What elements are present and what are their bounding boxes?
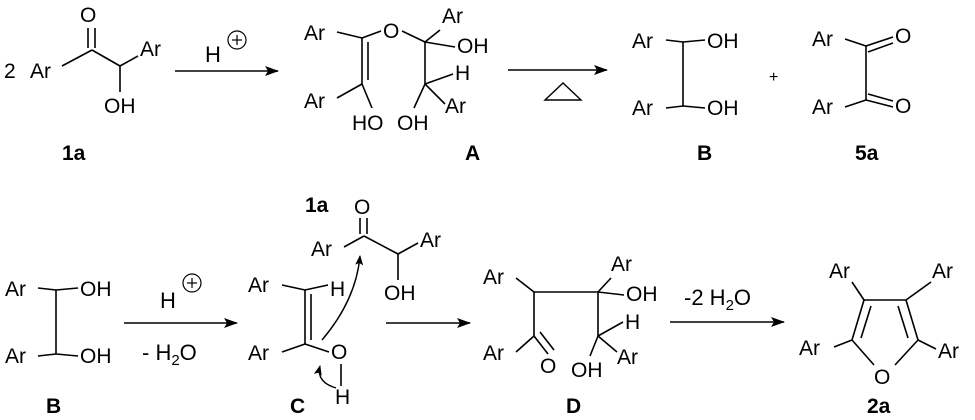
cond-h-acid: H [205,42,221,67]
atom-h: H [330,278,345,301]
label-a: A [465,142,480,165]
atom-oh-1a: OH [104,95,136,118]
atom-ar: Ar [248,342,269,365]
atom-oh: OH [571,359,603,382]
compound-5a: Ar O Ar O 5a [812,25,911,165]
compound-c: Ar H Ar O H C [248,255,364,418]
plus-circle-icon [227,30,247,50]
atom-ho: HO [352,112,384,135]
atom-ar: Ar [483,266,504,289]
atom-ar: Ar [304,90,325,113]
atom-ar: Ar [248,274,269,297]
arrow-step1: H [175,30,279,76]
compound-a: Ar O Ar OH H Ar HO OH Ar A [304,5,489,165]
atom-ar: Ar [5,345,26,368]
arrow-step3: H - H2O [124,273,238,369]
atom-h: H [335,386,350,409]
atom-ar: Ar [617,346,638,369]
atom-oh: OH [397,112,429,135]
label-b-bottom: B [46,395,61,418]
compound-1a: 2 Ar O Ar OH 1a [4,4,161,165]
label-2a: 2a [867,395,891,418]
atom-ar: Ar [445,95,466,118]
atom-o: O [895,95,911,118]
atom-ar: Ar [938,340,959,363]
atom-ar: Ar [5,278,26,301]
bond [91,49,121,67]
compound-1a-reagent: 1a O Ar Ar OH [305,194,441,305]
atom-ar: Ar [420,229,441,252]
atom-ar: Ar [632,97,653,120]
bond [119,55,139,67]
cond-h-acid-2: H [160,288,176,313]
atom-ar: Ar [311,238,332,261]
atom-o-furan: O [874,366,890,389]
atom-ar-1a-left: Ar [30,60,51,83]
label-5a: 5a [855,142,879,165]
label-b-top: B [697,142,712,165]
compound-2a: Ar Ar Ar Ar O 2a [799,260,959,418]
compound-d: Ar Ar OH H Ar O OH Ar D [483,253,658,418]
plus-circle-icon [182,273,202,293]
atom-ar-1a-right: Ar [140,38,161,61]
atom-o: O [540,355,556,378]
atom-ar: Ar [611,253,632,276]
atom-ar: Ar [829,260,850,283]
arrow-step5: -2 H2O [670,285,785,327]
atom-oh: OH [707,97,739,120]
atom-ar: Ar [442,5,463,28]
atom-oh: OH [707,30,739,53]
atom-ar: Ar [932,260,953,283]
cond-minus-2-water: -2 H2O [684,285,751,314]
label-d: D [566,395,581,418]
arrow-step2 [508,65,608,101]
atom-o: O [354,196,370,219]
atom-oh: OH [457,35,489,58]
atom-ar: Ar [812,96,833,119]
atom-o: O [895,25,911,48]
atom-ar: Ar [483,342,504,365]
atom-ar: Ar [799,337,820,360]
cond-minus-water: - H2O [142,340,197,369]
bond [61,49,93,67]
compound-b-top: Ar OH Ar OH B [632,30,739,165]
coef-2: 2 [4,60,16,83]
atom-h: H [455,62,470,85]
atom-oh: OH [80,278,112,301]
atom-o-1a: O [80,4,96,27]
atom-oh: OH [626,283,658,306]
atom-oh: OH [384,282,416,305]
atom-ar: Ar [812,28,833,51]
atom-ar: Ar [304,22,325,45]
atom-o: O [331,341,347,364]
atom-o-ring: O [383,20,399,43]
compound-b-bottom: Ar OH Ar OH B [5,278,112,418]
label-1a: 1a [62,142,86,165]
atom-ar: Ar [632,30,653,53]
heat-triangle-icon [543,82,583,101]
atom-h: H [625,311,640,334]
plus-sign: + [769,69,778,86]
atom-oh: OH [80,345,112,368]
label-1a-reagent: 1a [305,194,329,217]
label-c: C [290,395,305,418]
